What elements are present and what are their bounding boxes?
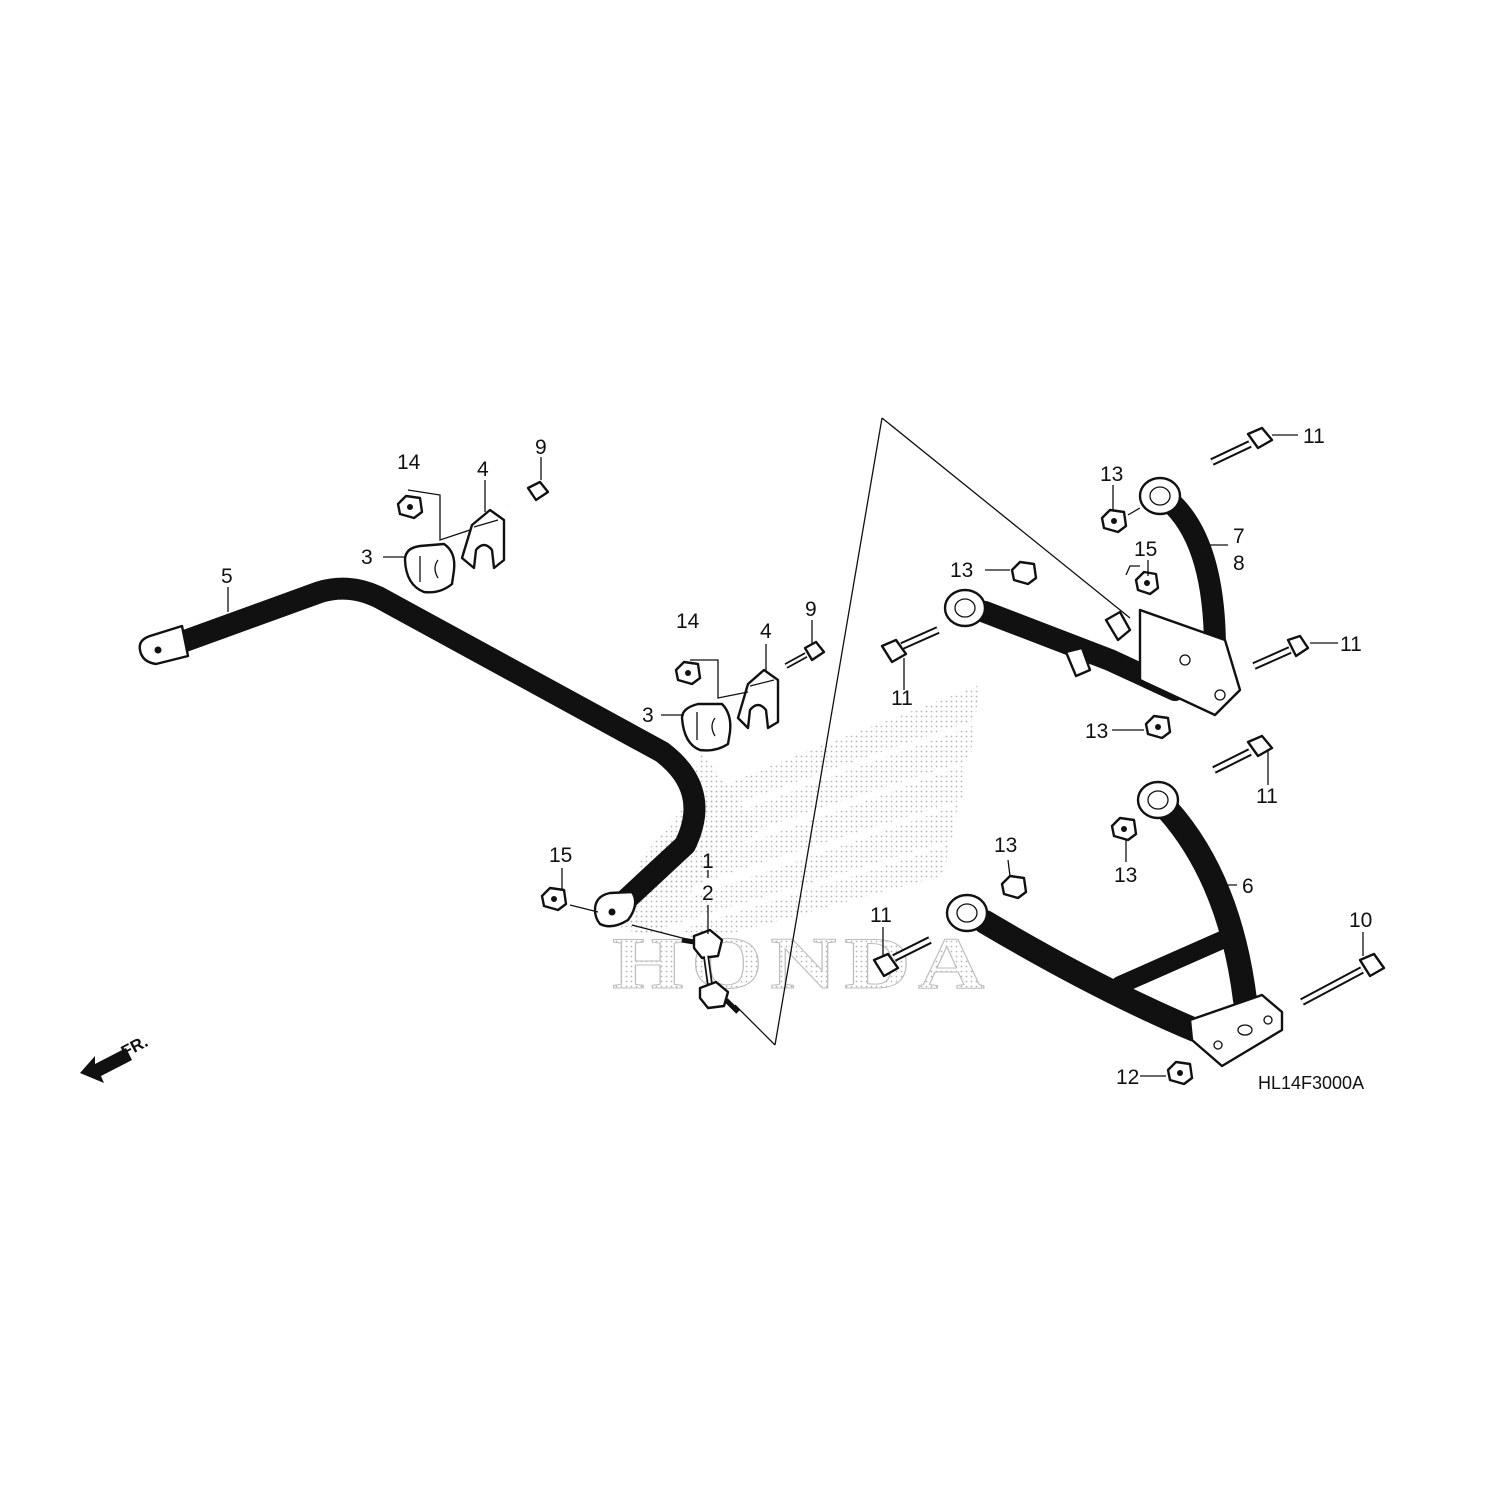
- callout-13-upper-rear: 13: [1100, 463, 1123, 486]
- flange-nut-upper-left: [396, 494, 424, 520]
- callout-10: 10: [1349, 909, 1372, 932]
- nut-13-lower-rear: [1110, 816, 1138, 842]
- callout-3-upper: 3: [361, 546, 373, 569]
- callout-11-lower-left: 11: [870, 904, 892, 927]
- callout-4-lower: 4: [760, 620, 772, 643]
- callout-12: 12: [1116, 1066, 1139, 1089]
- callout-1: 1: [702, 850, 714, 873]
- bolt-10: [1300, 952, 1386, 1006]
- bushing-holder-upper: [460, 508, 506, 570]
- stabilizer-link: [681, 928, 740, 1014]
- callout-9-lower: 9: [805, 598, 817, 621]
- callout-3-lower: 3: [642, 704, 654, 727]
- nut-13-upper-bottom: [1144, 714, 1172, 740]
- bolt-lower-left: [784, 640, 826, 669]
- callout-5: 5: [221, 565, 233, 588]
- callout-11-upper-right: 11: [1340, 633, 1362, 656]
- nut-13-lower-front: [1000, 874, 1028, 900]
- stabilizer-bushing-lower: [680, 702, 732, 752]
- nut-13-upper-rear: [1100, 508, 1128, 534]
- flange-nut-lower-left: [674, 660, 702, 686]
- upper-arm: [943, 476, 1242, 717]
- front-direction-arrow: FR.: [80, 1032, 151, 1083]
- callout-labels: 14 4 9 3 5 14 4 9 3 15 1 2 13 11 7 8 15 …: [221, 425, 1372, 1089]
- callout-14-upper: 14: [397, 451, 421, 474]
- lower-arm-bushing-front: [945, 893, 989, 933]
- callout-13-lower-rear: 13: [1114, 864, 1137, 887]
- leader-lines: [227, 434, 1364, 1077]
- section-divider: [734, 417, 1131, 1046]
- stabilizer-bushing-upper: [403, 542, 456, 594]
- bolt-11-upper-arm-right: [1252, 634, 1310, 670]
- callout-4-upper: 4: [477, 458, 489, 481]
- callout-15-upper: 15: [1134, 538, 1157, 561]
- lower-arm-bushing-rear: [1136, 780, 1180, 820]
- callout-13-lower-front: 13: [994, 834, 1017, 857]
- flange-nut-15-left: [540, 886, 568, 912]
- bushing-holder-lower: [736, 668, 780, 730]
- upper-arm-bushing-rear: [1138, 476, 1182, 516]
- callout-7: 7: [1233, 525, 1245, 548]
- upper-arm-bushing-front: [943, 588, 987, 628]
- bushing-holder-group-upper: [396, 480, 550, 594]
- bolt-11-top: [1210, 426, 1274, 466]
- callout-15-left: 15: [549, 844, 572, 867]
- stabilizer-bar: [138, 577, 706, 928]
- nut-13-upper-front: [1010, 560, 1038, 586]
- callout-11-lower-top: 11: [1256, 785, 1278, 808]
- callout-11-top: 11: [1303, 425, 1325, 448]
- callout-2: 2: [702, 882, 714, 905]
- callout-11-upper-left: 11: [891, 687, 913, 710]
- callout-13-upper-front: 13: [950, 559, 973, 582]
- bolt-upper-left: [507, 480, 550, 508]
- nut-12: [1166, 1060, 1194, 1086]
- callout-14-lower: 14: [676, 610, 700, 633]
- bushing-holder-group-lower: [674, 640, 826, 752]
- bolt-11-lower-arm-left: [872, 936, 932, 978]
- honda-watermark-text: HONDA: [612, 923, 992, 1005]
- callout-9-upper: 9: [535, 436, 547, 459]
- bolt-11-lower-arm-top: [1212, 734, 1274, 774]
- callout-8: 8: [1233, 552, 1245, 575]
- drawing-code: HL14F3000A: [1258, 1073, 1364, 1093]
- lower-arm: [945, 780, 1284, 1068]
- callout-13-upper-bottom: 13: [1085, 720, 1108, 743]
- callout-6: 6: [1242, 875, 1254, 898]
- nut-15-upper: [1134, 570, 1160, 596]
- bolt-11-upper-arm-left: [880, 626, 940, 664]
